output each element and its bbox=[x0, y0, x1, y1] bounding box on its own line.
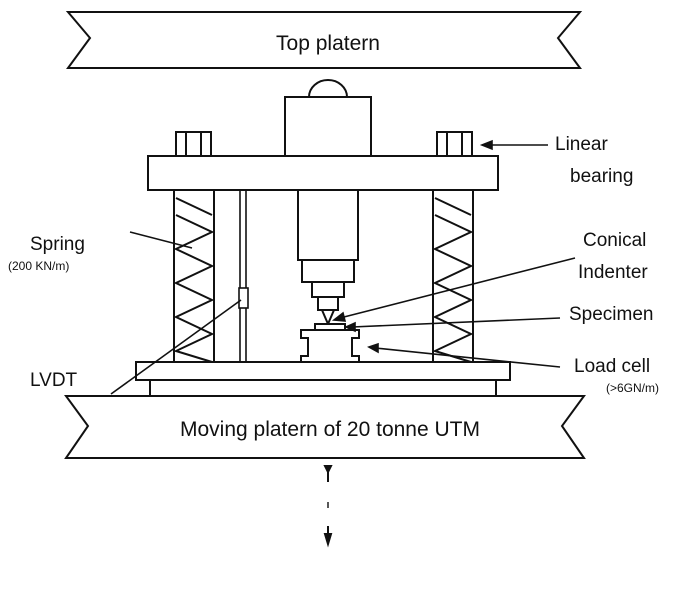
base-plate-lower bbox=[149, 379, 497, 397]
label-lvdt: LVDT bbox=[30, 370, 78, 391]
motion-arrow bbox=[323, 465, 333, 548]
top-platen-label: Top platern bbox=[276, 32, 380, 55]
linear-bearing-right bbox=[436, 131, 473, 157]
label-spring: Spring bbox=[30, 234, 85, 255]
right-column bbox=[432, 190, 474, 363]
left-column bbox=[173, 190, 215, 363]
label-indenter: Indenter bbox=[578, 262, 648, 283]
base-plate bbox=[135, 361, 511, 381]
right-spring bbox=[432, 214, 474, 363]
linear-bearing-left bbox=[175, 131, 212, 157]
leader-lines bbox=[110, 139, 576, 395]
top-platen-shape bbox=[65, 11, 583, 69]
moving-platen-shape bbox=[64, 395, 586, 459]
label-spring-stiffness: (200 KN/m) bbox=[8, 259, 69, 273]
load-cell bbox=[300, 329, 360, 363]
upper-crosshead bbox=[147, 155, 499, 191]
label-specimen: Specimen bbox=[569, 304, 654, 325]
label-conical: Conical bbox=[583, 230, 646, 251]
label-linear: Linear bbox=[555, 134, 608, 155]
label-load-cell-stiffness: (>6GN/m) bbox=[606, 381, 659, 395]
label-load-cell: Load cell bbox=[574, 356, 650, 377]
left-spring bbox=[173, 214, 215, 363]
moving-platen-label: Moving platern of 20 tonne UTM bbox=[180, 418, 480, 441]
lvdt-rod bbox=[238, 190, 249, 362]
label-bearing: bearing bbox=[570, 166, 633, 187]
indenter-ram bbox=[284, 79, 372, 327]
